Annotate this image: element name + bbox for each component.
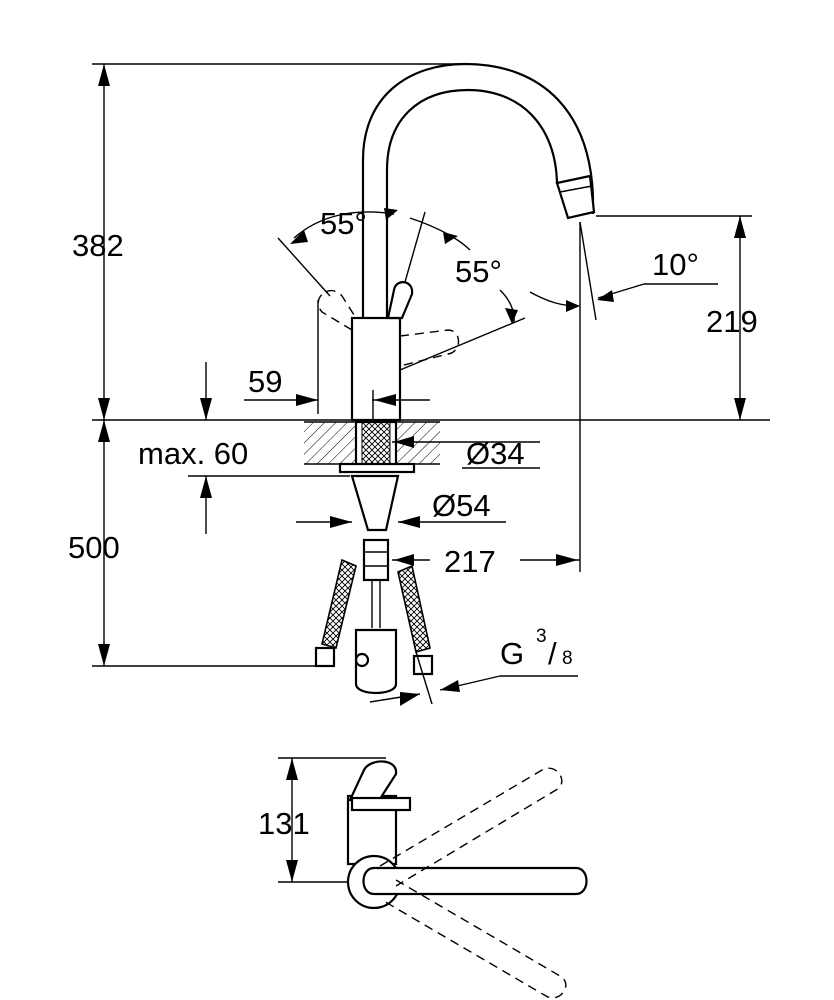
- thread-denominator-label: 8: [562, 648, 573, 669]
- top-view-depth-label: 131: [258, 806, 310, 841]
- lever-position-right: [399, 329, 460, 367]
- spray-head: [555, 174, 596, 220]
- top-view-spout: [362, 866, 588, 896]
- hole-diameter-label: Ø34: [466, 436, 525, 471]
- spout-angle-label: 10°: [652, 247, 699, 282]
- washer: [338, 462, 416, 474]
- total-height-label: 382: [72, 228, 124, 263]
- hose-weight: [354, 628, 398, 695]
- supply-hose-left: [321, 558, 357, 649]
- top-view-spout-position-up: [379, 767, 563, 887]
- valve-block: [362, 538, 390, 582]
- lever-handle: [386, 281, 414, 320]
- side-view: 55° 55° 10° 382 219 59: [68, 62, 770, 706]
- base-diameter-label: Ø54: [432, 488, 491, 523]
- top-view: 131: [258, 757, 588, 999]
- hose-bundle: [350, 474, 400, 532]
- below-counter-label: 500: [68, 530, 120, 565]
- spout-inner: [385, 88, 559, 318]
- spout-reach-label: 217: [444, 544, 496, 579]
- spout-height-label: 219: [706, 304, 758, 339]
- spout-outer: [361, 62, 595, 318]
- thread-slash: /: [548, 636, 557, 671]
- lever-position-left: [317, 289, 357, 331]
- supply-hose-right: [397, 564, 431, 654]
- thread-numerator-label: 3: [536, 626, 547, 647]
- max-thickness-label: max. 60: [138, 436, 248, 471]
- handle-offset-label: 59: [248, 364, 282, 399]
- handle-angle-right-label: 55°: [455, 254, 502, 289]
- handle-angle-left-label: 55°: [320, 206, 367, 241]
- thread-prefix-label: G: [500, 636, 524, 671]
- top-view-spout-position-down: [381, 879, 567, 999]
